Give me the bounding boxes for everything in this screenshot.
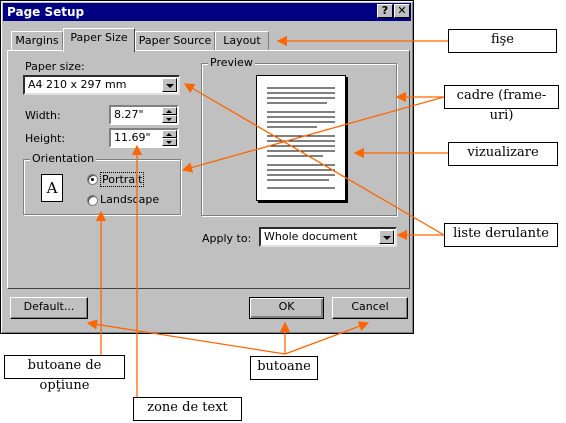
paper-size-value: A4 210 x 297 mm [28,78,127,91]
callout-tabs: fişe [448,29,557,53]
landscape-label[interactable]: Landscape [100,193,160,206]
landscape-radio[interactable] [87,195,98,206]
page-setup-dialog: Page Setup ? ✕ Margins Paper Size Paper … [0,0,414,334]
callout-option-buttons: butoane de opţiune [4,355,125,393]
height-spinner[interactable] [162,130,177,146]
chevron-down-icon[interactable] [379,230,394,244]
height-field[interactable]: 11.69" [109,128,179,148]
apply-to-label: Apply to: [202,232,252,245]
orientation-icon-letter: A [46,179,58,197]
height-label: Height: [25,132,66,145]
page-preview [256,75,346,201]
tab-paper-source[interactable]: Paper Source [135,31,215,51]
height-value: 11.69" [114,131,151,144]
preview-lines [267,87,335,189]
cancel-button[interactable]: Cancel [332,297,408,319]
orientation-title: Orientation [30,152,97,165]
paper-size-label: Paper size: [25,60,85,73]
width-spinner[interactable] [162,107,177,123]
tab-layout[interactable]: Layout [215,31,269,51]
spin-up-icon[interactable] [162,107,177,115]
callout-text-fields: zone de text [133,397,242,421]
title-bar: Page Setup [3,3,411,21]
portrait-label[interactable]: Portrait [100,172,145,187]
ok-button[interactable]: OK [249,297,324,319]
callout-dropdowns: liste derulante [444,223,558,247]
tab-paper-size[interactable]: Paper Size [63,28,135,52]
paper-size-dropdown[interactable]: A4 210 x 297 mm [23,75,180,95]
close-button[interactable]: ✕ [394,4,410,18]
portrait-radio[interactable] [87,174,98,185]
chevron-down-icon[interactable] [162,78,177,92]
preview-title: Preview [208,56,255,69]
orientation-page-icon: A [41,174,63,202]
width-label: Width: [25,109,61,122]
help-button[interactable]: ? [377,4,393,18]
width-value: 8.27" [114,108,144,121]
tab-margins[interactable]: Margins [11,31,63,51]
default-button[interactable]: Default... [10,297,88,319]
apply-to-dropdown[interactable]: Whole document [259,227,397,247]
callout-preview: vizualizare [448,142,558,166]
width-field[interactable]: 8.27" [109,105,179,125]
callout-buttons: butoane [250,356,318,380]
spin-down-icon[interactable] [162,138,177,146]
spin-down-icon[interactable] [162,115,177,123]
callout-frames: cadre (frame-uri) [444,85,559,123]
apply-to-value: Whole document [264,230,358,243]
dialog-title: Page Setup [7,5,85,19]
spin-up-icon[interactable] [162,130,177,138]
